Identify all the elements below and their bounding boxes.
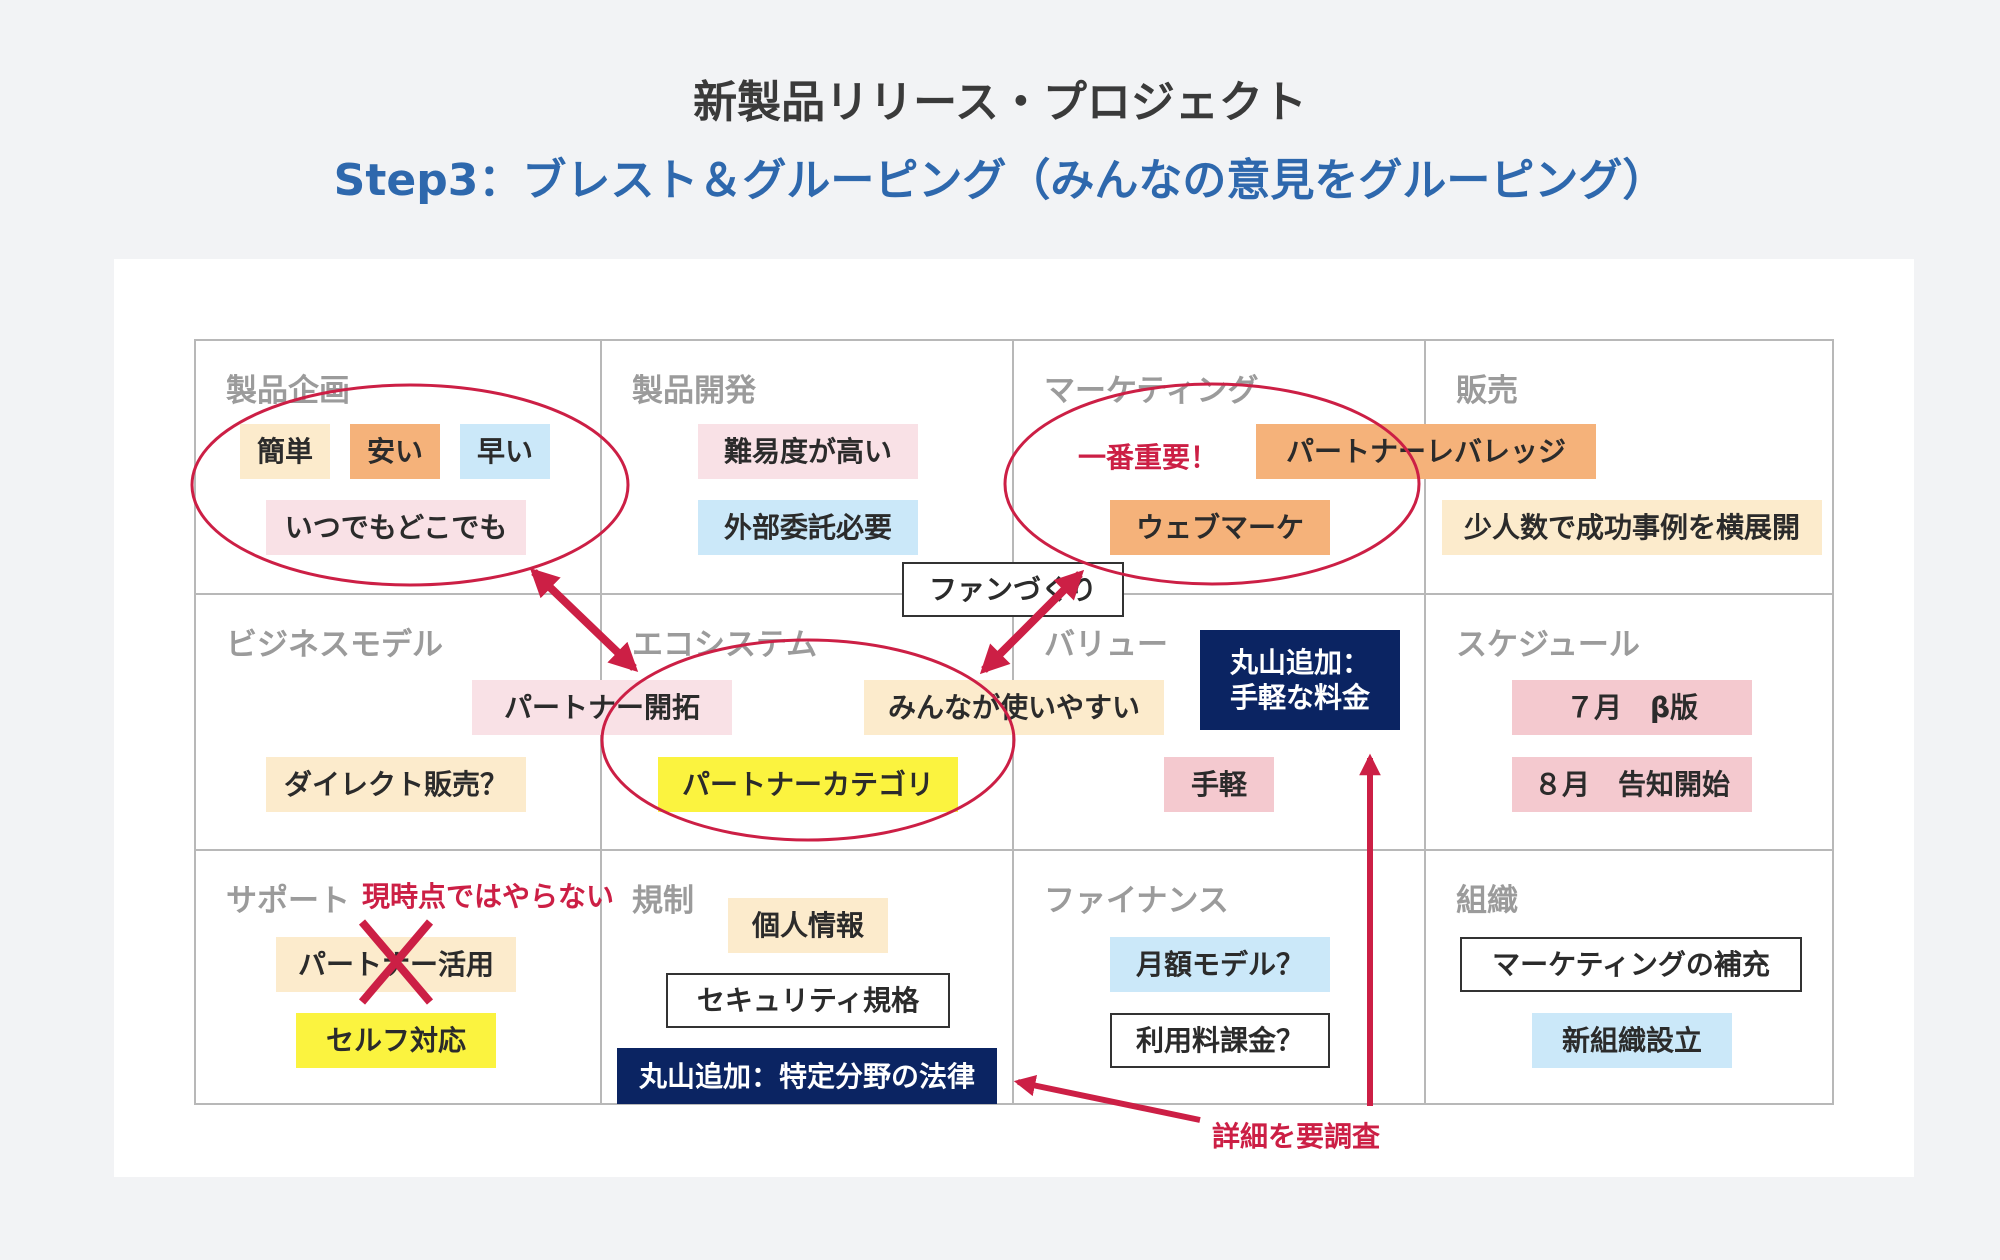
page-title: 新製品リリース・プロジェクト bbox=[693, 77, 1307, 128]
sticky-note[interactable]: ダイレクト販売？ bbox=[266, 757, 526, 812]
sticky-note[interactable]: 丸山追加： 手軽な料金 bbox=[1200, 630, 1400, 730]
cell-title: スケジュール bbox=[1456, 627, 1640, 663]
cell-title: 販売 bbox=[1456, 373, 1518, 409]
cell-title: マーケティング bbox=[1044, 373, 1259, 409]
sticky-note[interactable]: ファンづくり bbox=[902, 562, 1124, 617]
sticky-note[interactable]: ７月 β版 bbox=[1512, 680, 1752, 735]
sticky-note[interactable]: 丸山追加：特定分野の法律 bbox=[617, 1048, 997, 1104]
sticky-note[interactable]: ８月 告知開始 bbox=[1512, 757, 1752, 812]
sticky-note[interactable]: 手軽 bbox=[1164, 757, 1274, 812]
sticky-note[interactable]: 利用料課金？ bbox=[1110, 1013, 1330, 1068]
cell-support: サポート bbox=[194, 851, 602, 1105]
cell-title: 製品開発 bbox=[632, 373, 756, 409]
sticky-note[interactable]: 外部委託必要 bbox=[698, 500, 918, 555]
annotation-label: 詳細を要調査 bbox=[1212, 1120, 1381, 1153]
sticky-note[interactable]: セルフ対応 bbox=[296, 1013, 496, 1068]
cell-finance: ファイナンス bbox=[1014, 851, 1426, 1105]
cell-title: 規制 bbox=[632, 883, 694, 919]
cell-sales: 販売 bbox=[1426, 339, 1834, 595]
sticky-note[interactable]: いつでもどこでも bbox=[266, 500, 526, 555]
sticky-note[interactable]: パートナー活用 bbox=[276, 937, 516, 992]
cell-title: ファイナンス bbox=[1044, 883, 1229, 919]
cell-title: 製品企画 bbox=[226, 373, 350, 409]
cell-title: サポート bbox=[226, 883, 350, 919]
sticky-note[interactable]: 月額モデル？ bbox=[1110, 937, 1330, 992]
sticky-note[interactable]: マーケティングの補充 bbox=[1460, 937, 1802, 992]
cell-organization: 組織 bbox=[1426, 851, 1834, 1105]
annotation-label: 現時点ではやらない bbox=[362, 880, 615, 913]
note-line: 手軽な料金 bbox=[1229, 681, 1370, 714]
cell-title: バリュー bbox=[1044, 627, 1168, 663]
sticky-note[interactable]: 安い bbox=[350, 424, 440, 479]
cell-title: ビジネスモデル bbox=[226, 627, 443, 663]
sticky-note[interactable]: 個人情報 bbox=[728, 898, 888, 953]
sticky-note[interactable]: 早い bbox=[460, 424, 550, 479]
page-subtitle: Step3：ブレスト＆グルーピング（みんなの意見をグルーピング） bbox=[333, 155, 1667, 206]
sticky-note[interactable]: セキュリティ規格 bbox=[666, 973, 950, 1028]
note-line: 丸山追加： bbox=[1229, 646, 1370, 679]
sticky-note[interactable]: パートナー開拓 bbox=[472, 680, 732, 735]
cell-regulation: 規制 bbox=[602, 851, 1014, 1105]
sticky-note[interactable]: 新組織設立 bbox=[1532, 1013, 1732, 1068]
sticky-note[interactable]: パートナーレバレッジ bbox=[1256, 424, 1596, 479]
sticky-note[interactable]: ウェブマーケ bbox=[1110, 500, 1330, 555]
sticky-note[interactable]: 簡単 bbox=[240, 424, 330, 479]
cell-schedule: スケジュール bbox=[1426, 595, 1834, 851]
sticky-note[interactable]: みんなが使いやすい bbox=[864, 680, 1164, 735]
cell-title: 組織 bbox=[1456, 883, 1518, 919]
sticky-note[interactable]: パートナーカテゴリ bbox=[658, 757, 958, 812]
emphasis-label: 一番重要！ bbox=[1078, 441, 1219, 474]
sticky-note[interactable]: 少人数で成功事例を横展開 bbox=[1442, 500, 1822, 555]
sticky-note[interactable]: 難易度が高い bbox=[698, 424, 918, 479]
cell-title: エコシステム bbox=[632, 627, 818, 663]
